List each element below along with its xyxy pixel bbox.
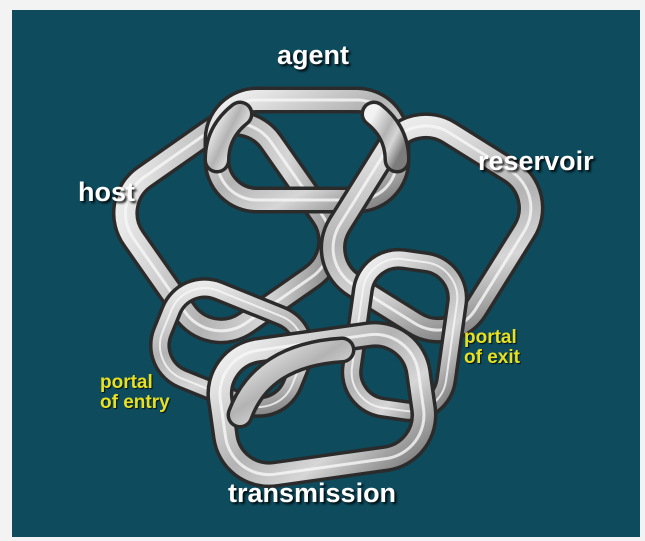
agent-label: agent: [277, 40, 350, 70]
portal-of-exit-line-2: of exit: [464, 347, 520, 368]
chain-links: [111, 86, 545, 489]
portal-of-entry-label: portal of entry: [100, 373, 170, 413]
reservoir-link: [319, 112, 545, 344]
host-label: host: [78, 177, 135, 207]
portal-of-exit-line-1: portal: [464, 327, 517, 348]
reservoir-label: reservoir: [478, 146, 594, 176]
portal-of-exit-label: portal of exit: [464, 328, 520, 368]
chain-of-infection-diagram: agent reservoir host transmission portal…: [12, 10, 640, 537]
host-link: [111, 109, 345, 345]
portal-of-entry-line-2: of entry: [100, 392, 170, 413]
transmission-label: transmission: [228, 478, 397, 508]
portal-of-entry-line-1: portal: [100, 372, 153, 393]
